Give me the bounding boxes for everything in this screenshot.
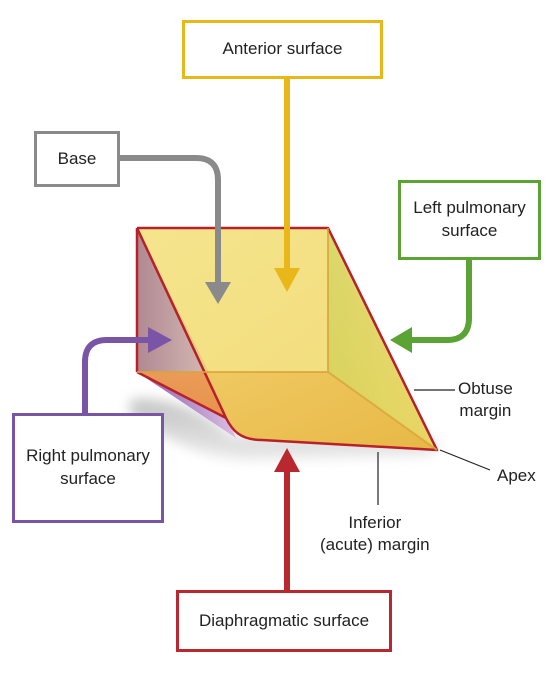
diaphragmatic-arrow — [274, 448, 300, 590]
left-pulmonary-line-1: Left pulmonary — [413, 198, 526, 218]
base-face — [137, 228, 328, 372]
inferior-margin-label: Inferior (acute) margin — [320, 512, 430, 556]
left-pulmonary-line-2: surface — [441, 221, 498, 240]
anterior-arrow — [274, 79, 300, 292]
apex-label: Apex — [497, 466, 536, 485]
right-pulmonary-surface-label: Right pulmonary surface — [12, 413, 164, 523]
diaphragmatic-surface-label: Diaphragmatic surface — [176, 590, 392, 652]
leader-lines — [377, 389, 491, 505]
apex-leader — [439, 449, 491, 471]
right-pulmonary-arrow — [82, 327, 172, 414]
obtuse-margin-line-2: margin — [459, 401, 512, 421]
obtuse-margin-line-1: Obtuse — [458, 379, 513, 398]
base-arrow — [96, 155, 231, 304]
hidden-edges — [137, 228, 438, 451]
base-label: Base — [34, 131, 120, 187]
inferior-margin-line-2: (acute) margin — [320, 535, 430, 555]
left-pulmonary-arrow — [390, 260, 472, 353]
inferior-margin-line-1: Inferior — [348, 513, 402, 532]
right-pulmonary-line-1: Right pulmonary — [26, 446, 150, 466]
obtuse-margin-label: Obtuse margin — [458, 378, 513, 422]
right-pulmonary-line-2: surface — [60, 469, 116, 488]
prism-outline — [135, 226, 439, 452]
left-pulmonary-surface-label: Left pulmonary surface — [398, 180, 541, 260]
anterior-surface-label: Anterior surface — [182, 20, 383, 79]
